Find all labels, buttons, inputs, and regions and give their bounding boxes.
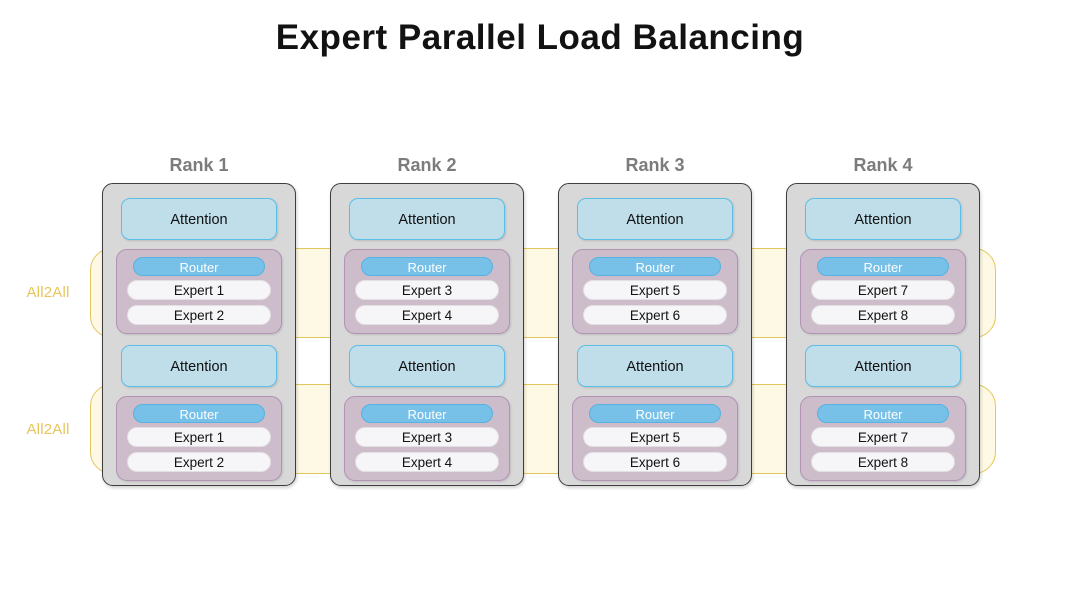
expert-pill-r4-l2-e1: Expert 7 — [811, 427, 955, 447]
moe-block-r1-l2: Router Expert 1 Expert 2 — [116, 396, 282, 481]
expert-pill-r2-l2-e1: Expert 3 — [355, 427, 499, 447]
page-title: Expert Parallel Load Balancing — [275, 18, 805, 57]
expert-pill-r1-l1-e2: Expert 2 — [127, 305, 271, 325]
attention-block-r4-l1: Attention — [805, 198, 961, 240]
moe-block-r2-l2: Router Expert 3 Expert 4 — [344, 396, 510, 481]
router-pill-r3-l2: Router — [589, 404, 721, 423]
router-pill-r1-l2: Router — [133, 404, 265, 423]
moe-block-r3-l1: Router Expert 5 Expert 6 — [572, 249, 738, 334]
expert-pill-r2-l1-e1: Expert 3 — [355, 280, 499, 300]
attention-block-r3-l1: Attention — [577, 198, 733, 240]
rank-container-1: Attention Router Expert 1 Expert 2 Atten… — [102, 183, 296, 486]
expert-pill-r1-l2-e1: Expert 1 — [127, 427, 271, 447]
rank-column-4: Rank 4 Attention Router Expert 7 Expert … — [786, 155, 980, 486]
expert-pill-r1-l1-e1: Expert 1 — [127, 280, 271, 300]
all2all-label-layer-1: All2All — [26, 284, 70, 301]
attention-block-r2-l1: Attention — [349, 198, 505, 240]
moe-block-r4-l1: Router Expert 7 Expert 8 — [800, 249, 966, 334]
rank-container-4: Attention Router Expert 7 Expert 8 Atten… — [786, 183, 980, 486]
router-pill-r4-l1: Router — [817, 257, 949, 276]
router-pill-r2-l2: Router — [361, 404, 493, 423]
rank-title-2: Rank 2 — [397, 155, 457, 175]
expert-pill-r3-l2-e2: Expert 6 — [583, 452, 727, 472]
expert-pill-r3-l1-e1: Expert 5 — [583, 280, 727, 300]
expert-pill-r4-l1-e2: Expert 8 — [811, 305, 955, 325]
attention-block-r2-l2: Attention — [349, 345, 505, 387]
rank-container-2: Attention Router Expert 3 Expert 4 Atten… — [330, 183, 524, 486]
expert-pill-r4-l1-e1: Expert 7 — [811, 280, 955, 300]
rank-column-1: Rank 1 Attention Router Expert 1 Expert … — [102, 155, 296, 486]
expert-pill-r3-l2-e1: Expert 5 — [583, 427, 727, 447]
expert-pill-r1-l2-e2: Expert 2 — [127, 452, 271, 472]
all2all-label-layer-2: All2All — [26, 421, 70, 438]
router-pill-r4-l2: Router — [817, 404, 949, 423]
rank-title-4: Rank 4 — [853, 155, 913, 175]
rank-title-1: Rank 1 — [169, 155, 229, 175]
router-pill-r3-l1: Router — [589, 257, 721, 276]
router-pill-r1-l1: Router — [133, 257, 265, 276]
attention-block-r4-l2: Attention — [805, 345, 961, 387]
attention-block-r1-l2: Attention — [121, 345, 277, 387]
expert-pill-r2-l2-e2: Expert 4 — [355, 452, 499, 472]
moe-block-r2-l1: Router Expert 3 Expert 4 — [344, 249, 510, 334]
attention-block-r3-l2: Attention — [577, 345, 733, 387]
expert-pill-r3-l1-e2: Expert 6 — [583, 305, 727, 325]
moe-block-r3-l2: Router Expert 5 Expert 6 — [572, 396, 738, 481]
rank-column-2: Rank 2 Attention Router Expert 3 Expert … — [330, 155, 524, 486]
attention-block-r1-l1: Attention — [121, 198, 277, 240]
rank-title-3: Rank 3 — [625, 155, 685, 175]
moe-block-r1-l1: Router Expert 1 Expert 2 — [116, 249, 282, 334]
moe-block-r4-l2: Router Expert 7 Expert 8 — [800, 396, 966, 481]
expert-pill-r2-l1-e2: Expert 4 — [355, 305, 499, 325]
rank-container-3: Attention Router Expert 5 Expert 6 Atten… — [558, 183, 752, 486]
router-pill-r2-l1: Router — [361, 257, 493, 276]
rank-column-3: Rank 3 Attention Router Expert 5 Expert … — [558, 155, 752, 486]
expert-pill-r4-l2-e2: Expert 8 — [811, 452, 955, 472]
